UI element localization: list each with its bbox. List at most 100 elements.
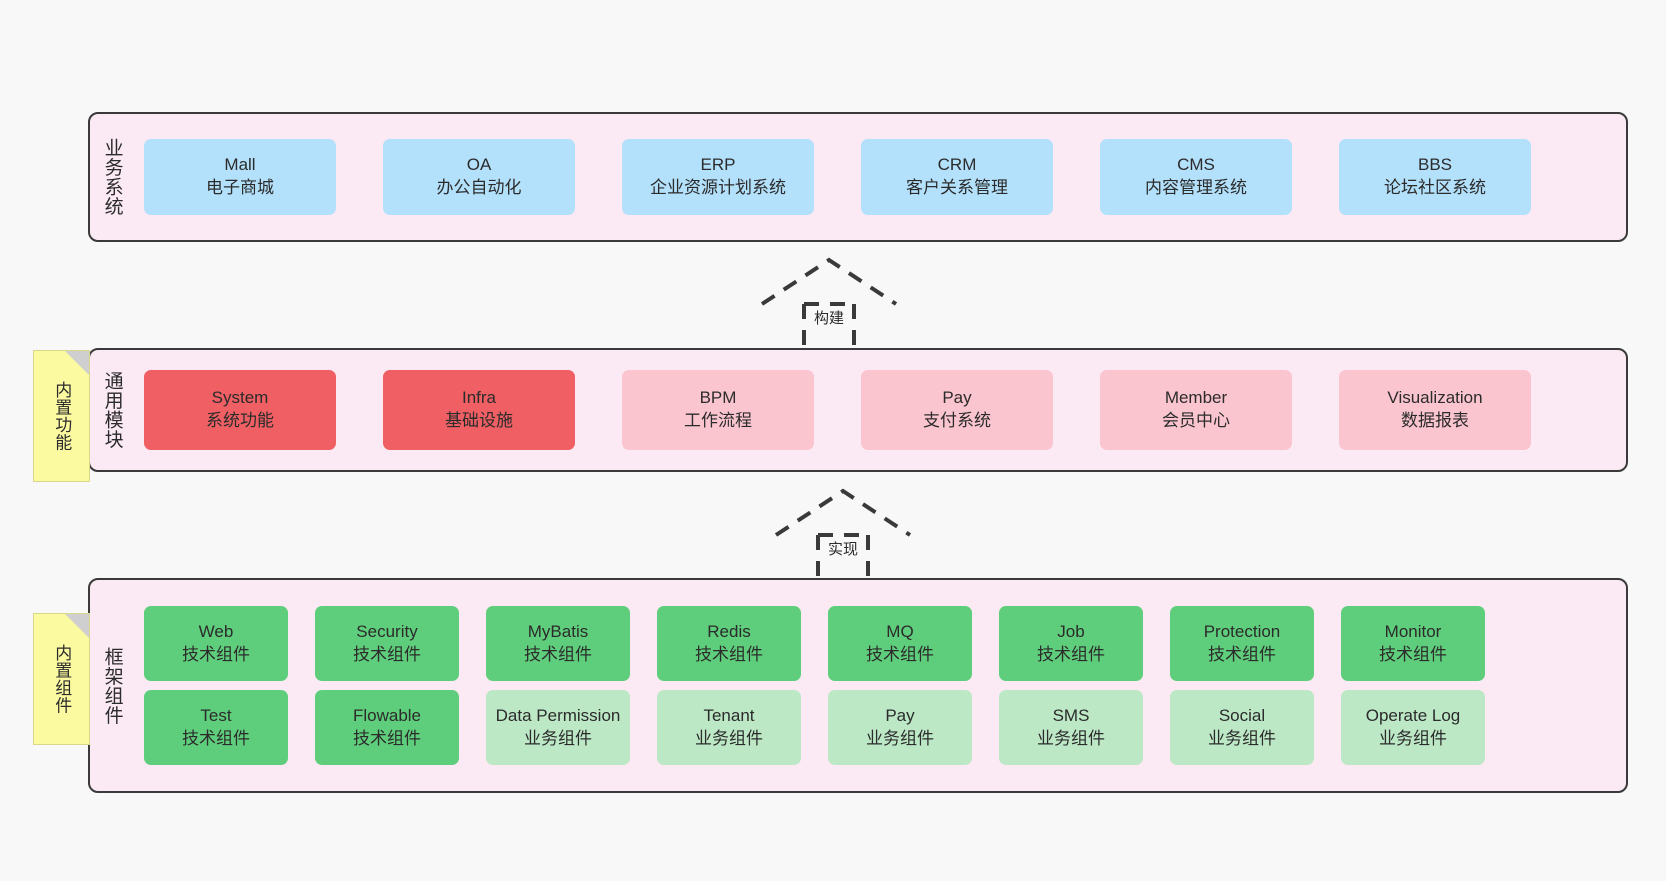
sticky-note-label: 内置功能 — [52, 381, 72, 451]
node-subtitle: 系统功能 — [206, 411, 274, 430]
node-subtitle: 业务组件 — [1208, 728, 1276, 748]
node-system[interactable]: System 系统功能 — [144, 370, 336, 450]
node-subtitle: 业务组件 — [1379, 728, 1447, 748]
node-title: Protection — [1203, 621, 1281, 641]
node-erp[interactable]: ERP 企业资源计划系统 — [622, 139, 814, 215]
node-subtitle: 技术组件 — [182, 728, 250, 748]
sticky-note-builtin-components: 内置组件 — [33, 613, 90, 745]
layer-title-framework-components: 框架组件 — [101, 646, 123, 725]
node-title: MQ — [886, 621, 914, 641]
node-title: SMS — [1052, 705, 1090, 725]
node-title: Member — [1164, 388, 1228, 408]
connector-implement: 实现 — [768, 487, 918, 579]
node-subtitle: 支付系统 — [923, 411, 991, 430]
node-monitor[interactable]: Monitor 技术组件 — [1341, 606, 1485, 681]
node-visualization[interactable]: Visualization 数据报表 — [1339, 370, 1531, 450]
node-subtitle: 内容管理系统 — [1145, 178, 1247, 197]
node-title: Social — [1218, 705, 1266, 725]
node-social[interactable]: Social 业务组件 — [1170, 690, 1314, 765]
layer-business-systems: 业务系统 Mall 电子商城 OA 办公自动化 ERP 企业资源计划系统 CRM 客户关系管理… — [88, 112, 1628, 242]
node-subtitle: 电子商城 — [206, 178, 274, 197]
node-subtitle: 工作流程 — [684, 411, 752, 430]
node-subtitle: 办公自动化 — [436, 178, 522, 197]
node-subtitle: 技术组件 — [1208, 644, 1276, 664]
node-subtitle: 客户关系管理 — [906, 178, 1008, 197]
node-bpm[interactable]: BPM 工作流程 — [622, 370, 814, 450]
node-subtitle: 技术组件 — [524, 644, 592, 664]
connector-implement-label: 实现 — [827, 541, 859, 558]
node-subtitle: 业务组件 — [1037, 728, 1105, 748]
node-security[interactable]: Security 技术组件 — [315, 606, 459, 681]
node-subtitle: 技术组件 — [353, 644, 421, 664]
node-title: Tenant — [703, 705, 755, 725]
node-title: ERP — [700, 155, 736, 175]
node-crm[interactable]: CRM 客户关系管理 — [861, 139, 1053, 215]
node-web[interactable]: Web 技术组件 — [144, 606, 288, 681]
node-title: Data Permission — [495, 705, 621, 725]
node-subtitle: 业务组件 — [524, 728, 592, 748]
node-subtitle: 技术组件 — [695, 644, 763, 664]
connector-build: 构建 — [754, 256, 904, 348]
node-title: Job — [1057, 621, 1085, 641]
node-infra[interactable]: Infra 基础设施 — [383, 370, 575, 450]
node-title: Visualization — [1387, 388, 1483, 408]
node-title: BBS — [1417, 155, 1453, 175]
node-title: Test — [200, 705, 232, 725]
node-data-permission[interactable]: Data Permission 业务组件 — [486, 690, 630, 765]
node-member[interactable]: Member 会员中心 — [1100, 370, 1292, 450]
node-pay[interactable]: Pay 支付系统 — [861, 370, 1053, 450]
node-title: Security — [356, 621, 418, 641]
node-mq[interactable]: MQ 技术组件 — [828, 606, 972, 681]
node-subtitle: 会员中心 — [1162, 411, 1230, 430]
node-subtitle: 技术组件 — [182, 644, 250, 664]
node-subtitle: 技术组件 — [1379, 644, 1447, 664]
node-bbs[interactable]: BBS 论坛社区系统 — [1339, 139, 1531, 215]
node-title: CRM — [937, 155, 977, 175]
fold-corner-icon — [65, 351, 89, 375]
node-job[interactable]: Job 技术组件 — [999, 606, 1143, 681]
node-sms[interactable]: SMS 业务组件 — [999, 690, 1143, 765]
node-subtitle: 企业资源计划系统 — [650, 178, 786, 197]
node-subtitle: 数据报表 — [1401, 411, 1469, 430]
node-title: OA — [466, 155, 492, 175]
node-protection[interactable]: Protection 技术组件 — [1170, 606, 1314, 681]
node-title: BPM — [699, 388, 737, 408]
node-title: Web — [198, 621, 234, 641]
node-title: System — [211, 388, 269, 408]
node-redis[interactable]: Redis 技术组件 — [657, 606, 801, 681]
node-flowable[interactable]: Flowable 技术组件 — [315, 690, 459, 765]
node-mall[interactable]: Mall 电子商城 — [144, 139, 336, 215]
node-title: Operate Log — [1365, 705, 1461, 725]
node-subtitle: 论坛社区系统 — [1384, 178, 1486, 197]
node-title: Infra — [461, 388, 497, 408]
node-subtitle: 技术组件 — [1037, 644, 1105, 664]
layer-title-business-systems: 业务系统 — [101, 138, 123, 216]
node-title: Pay — [885, 705, 915, 725]
layer-title-common-modules: 通用模块 — [101, 371, 123, 449]
layer-common-modules: 通用模块 System 系统功能 Infra 基础设施 BPM 工作流程 Pay 支付系统 Me… — [88, 348, 1628, 472]
node-operate-log[interactable]: Operate Log 业务组件 — [1341, 690, 1485, 765]
node-pay[interactable]: Pay 业务组件 — [828, 690, 972, 765]
sticky-note-builtin-features: 内置功能 — [33, 350, 90, 482]
node-title: Monitor — [1384, 621, 1442, 641]
fold-corner-icon — [65, 614, 89, 638]
node-title: Redis — [707, 621, 751, 641]
node-subtitle: 技术组件 — [353, 728, 421, 748]
node-subtitle: 技术组件 — [866, 644, 934, 664]
node-title: MyBatis — [527, 621, 589, 641]
node-subtitle: 基础设施 — [445, 411, 513, 430]
node-test[interactable]: Test 技术组件 — [144, 690, 288, 765]
node-mybatis[interactable]: MyBatis 技术组件 — [486, 606, 630, 681]
node-title: Flowable — [352, 705, 422, 725]
node-title: Mall — [224, 155, 256, 175]
node-subtitle: 业务组件 — [866, 728, 934, 748]
node-title: Pay — [942, 388, 972, 408]
node-oa[interactable]: OA 办公自动化 — [383, 139, 575, 215]
